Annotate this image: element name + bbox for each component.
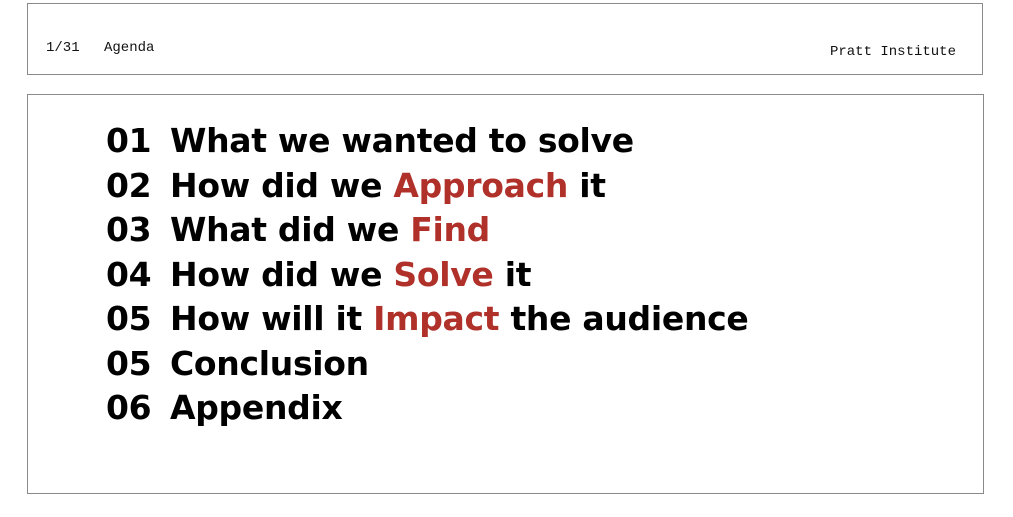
organization-name: Pratt Institute [829, 44, 956, 60]
agenda-item-text-start: How did we [170, 254, 394, 294]
agenda-item-number: 01 [106, 121, 152, 160]
agenda-item-text-start: What we wanted to solve [170, 121, 634, 160]
agenda-item: 02 How did we Approach it [106, 166, 749, 211]
agenda-item: 05 Conclusion [106, 344, 749, 389]
agenda-item-text-start: What did we [170, 210, 411, 249]
agenda-item-text-end: it [493, 254, 532, 294]
agenda-item-text: What did we Find [170, 210, 490, 249]
slide-number: 1/31 [46, 40, 80, 56]
agenda-item-text-start: How will it [170, 299, 374, 338]
agenda-item-text-start: Conclusion [170, 343, 369, 383]
agenda-item-highlight: Find [410, 210, 491, 249]
agenda-item: 04 How did we Solve it [106, 255, 749, 300]
agenda-item-text: Appendix [170, 388, 343, 427]
agenda-item-number: 02 [106, 165, 152, 205]
agenda-item-highlight: Impact [373, 299, 500, 338]
agenda-item-text: How did we Approach it [170, 166, 606, 205]
agenda-item-text-end: it [568, 165, 606, 205]
agenda-item-number: 04 [106, 254, 152, 294]
agenda-item-text: What we wanted to solve [170, 121, 634, 160]
agenda-item-text-start: Appendix [170, 388, 343, 427]
agenda-item-text: How did we Solve it [170, 254, 532, 294]
agenda-item: 03 What did we Find [106, 210, 749, 255]
agenda-item-number: 05 [106, 343, 152, 383]
agenda-item-highlight: Solve [393, 254, 494, 294]
agenda-list: 01 What we wanted to solve 02 How did we… [106, 121, 749, 433]
agenda-item-number: 05 [106, 299, 152, 338]
agenda-panel: 01 What we wanted to solve 02 How did we… [27, 94, 984, 494]
agenda-item-text-start: How did we [170, 165, 394, 205]
agenda-item-number: 03 [106, 210, 152, 249]
section-title: Agenda [104, 40, 155, 56]
slide-header: 1/31 Agenda Pratt Institute [27, 3, 983, 75]
agenda-item: 01 What we wanted to solve [106, 121, 749, 166]
agenda-item-highlight: Approach [393, 165, 569, 205]
agenda-item: 05 How will it Impact the audience [106, 299, 749, 344]
agenda-item-text-end: the audience [499, 299, 749, 338]
agenda-item-text: How will it Impact the audience [170, 299, 749, 338]
agenda-item-text: Conclusion [170, 344, 369, 383]
agenda-item-number: 06 [106, 388, 152, 427]
agenda-item: 06 Appendix [106, 388, 749, 433]
